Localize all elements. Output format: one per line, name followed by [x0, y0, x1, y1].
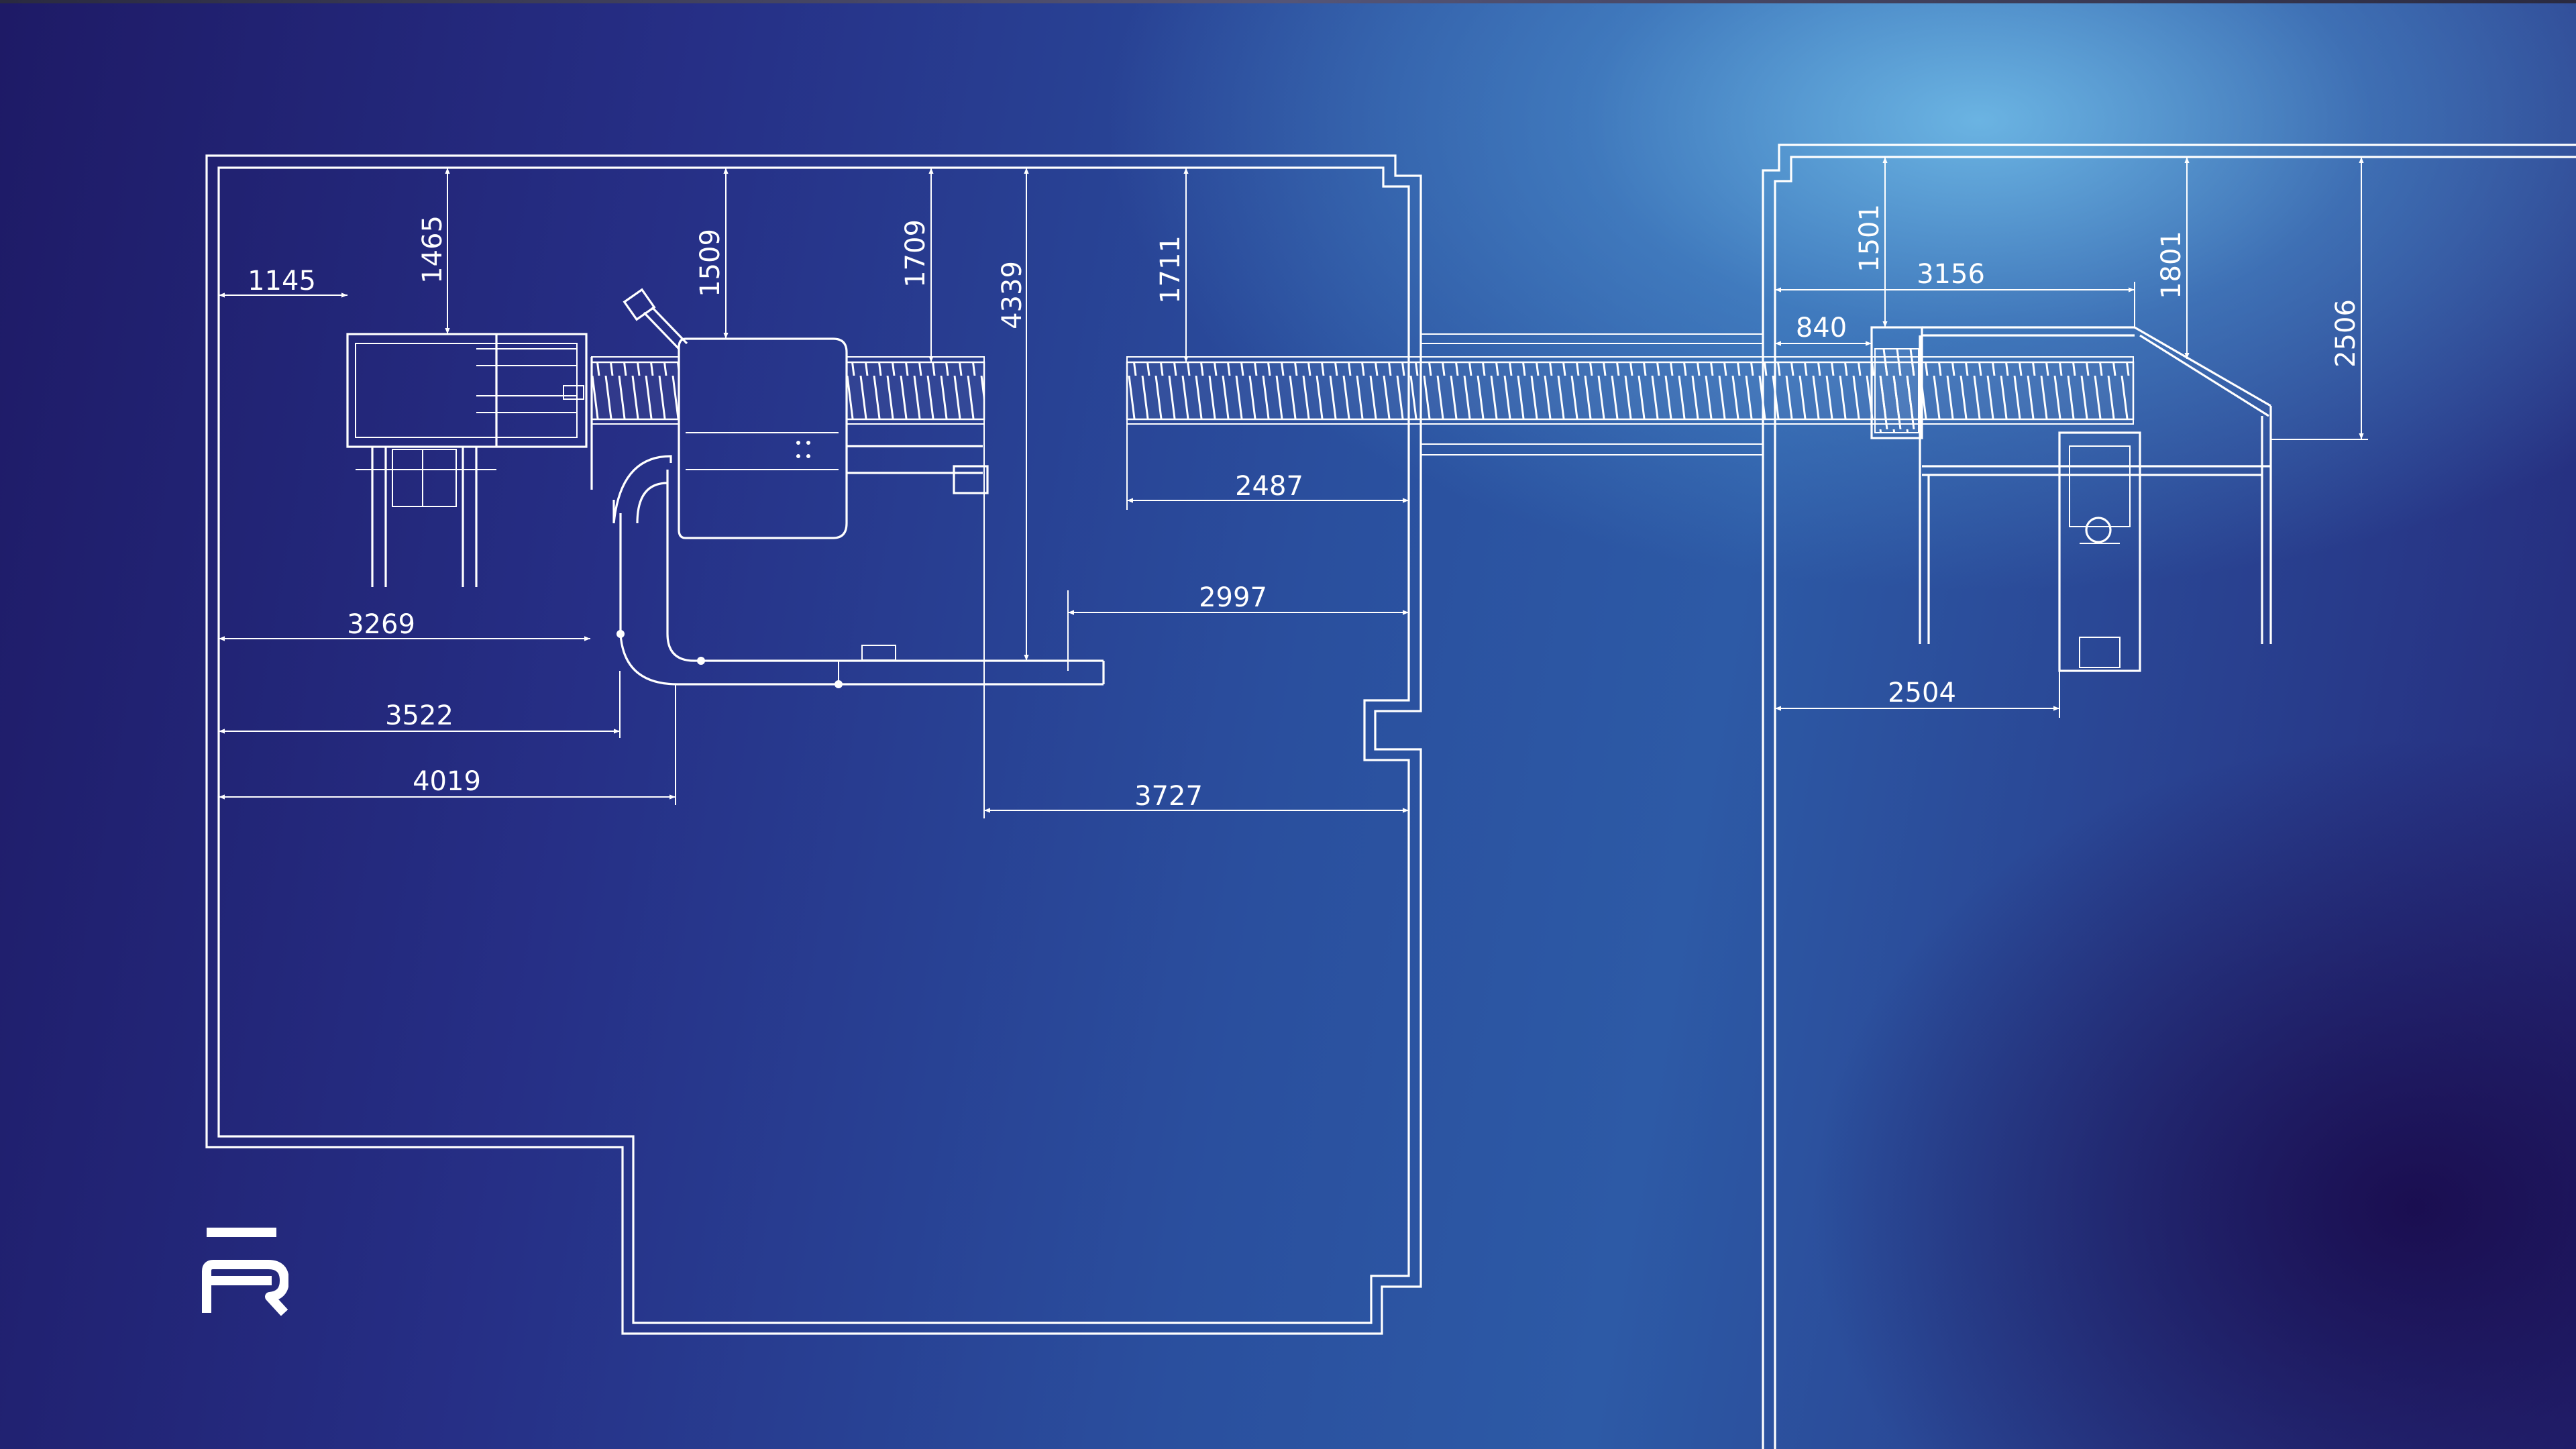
vertical-dimension-lines	[445, 157, 2364, 661]
dim-1145: 1145	[248, 266, 316, 297]
r-logo-icon	[202, 1228, 288, 1316]
room-walls-left	[205, 154, 1422, 1335]
dim-2487: 2487	[1235, 471, 1303, 502]
dim-3269: 3269	[347, 609, 415, 640]
long-conveyor	[1126, 333, 2135, 455]
dim-1709: 1709	[900, 219, 931, 288]
dim-1711: 1711	[1155, 235, 1186, 304]
return-conveyor	[612, 455, 1105, 688]
dim-3522: 3522	[385, 700, 453, 731]
dim-2504: 2504	[1888, 678, 1956, 708]
feeder-frame	[346, 333, 588, 587]
dim-1509: 1509	[695, 229, 726, 297]
top-strip	[0, 0, 2576, 3]
dimension-lines	[219, 282, 2368, 818]
dim-1501: 1501	[1854, 204, 1885, 272]
right-machine	[1870, 326, 2272, 672]
robot-arm	[623, 288, 688, 350]
dim-1465: 1465	[417, 215, 448, 284]
dim-840: 840	[1796, 313, 1847, 343]
dim-3727: 3727	[1134, 781, 1203, 812]
main-unit	[678, 337, 848, 539]
dim-2506: 2506	[2330, 299, 2361, 368]
dim-4339: 4339	[997, 261, 1028, 329]
room-walls-right	[1762, 144, 2576, 1449]
dim-4019: 4019	[413, 766, 481, 797]
conveyor-segment-2	[845, 356, 989, 494]
dim-3156: 3156	[1917, 259, 1985, 290]
dim-2997: 2997	[1199, 582, 1267, 613]
dim-1801: 1801	[2156, 231, 2187, 299]
